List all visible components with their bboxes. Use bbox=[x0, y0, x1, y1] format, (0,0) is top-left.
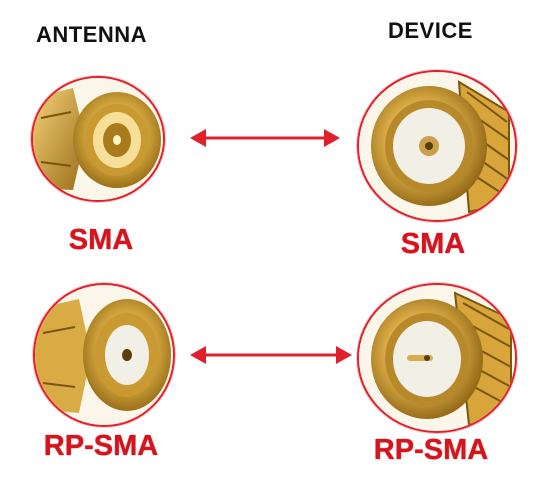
sma-male-plug-icon bbox=[31, 76, 165, 202]
double-arrow-icon bbox=[190, 346, 352, 364]
device-rp-sma-label: RP-SMA bbox=[373, 434, 489, 466]
antenna-rp-sma-label: RP-SMA bbox=[43, 430, 159, 462]
sma-female-jack-icon bbox=[357, 70, 517, 222]
double-arrow-icon bbox=[190, 129, 340, 147]
device-header: DEVICE bbox=[388, 18, 473, 43]
antenna-header: ANTENNA bbox=[36, 22, 148, 47]
rp-sma-male-plug-icon bbox=[33, 283, 175, 427]
antenna-sma-label: SMA bbox=[68, 224, 134, 256]
device-sma-label: SMA bbox=[400, 228, 466, 260]
rp-sma-female-jack-icon bbox=[357, 283, 517, 433]
